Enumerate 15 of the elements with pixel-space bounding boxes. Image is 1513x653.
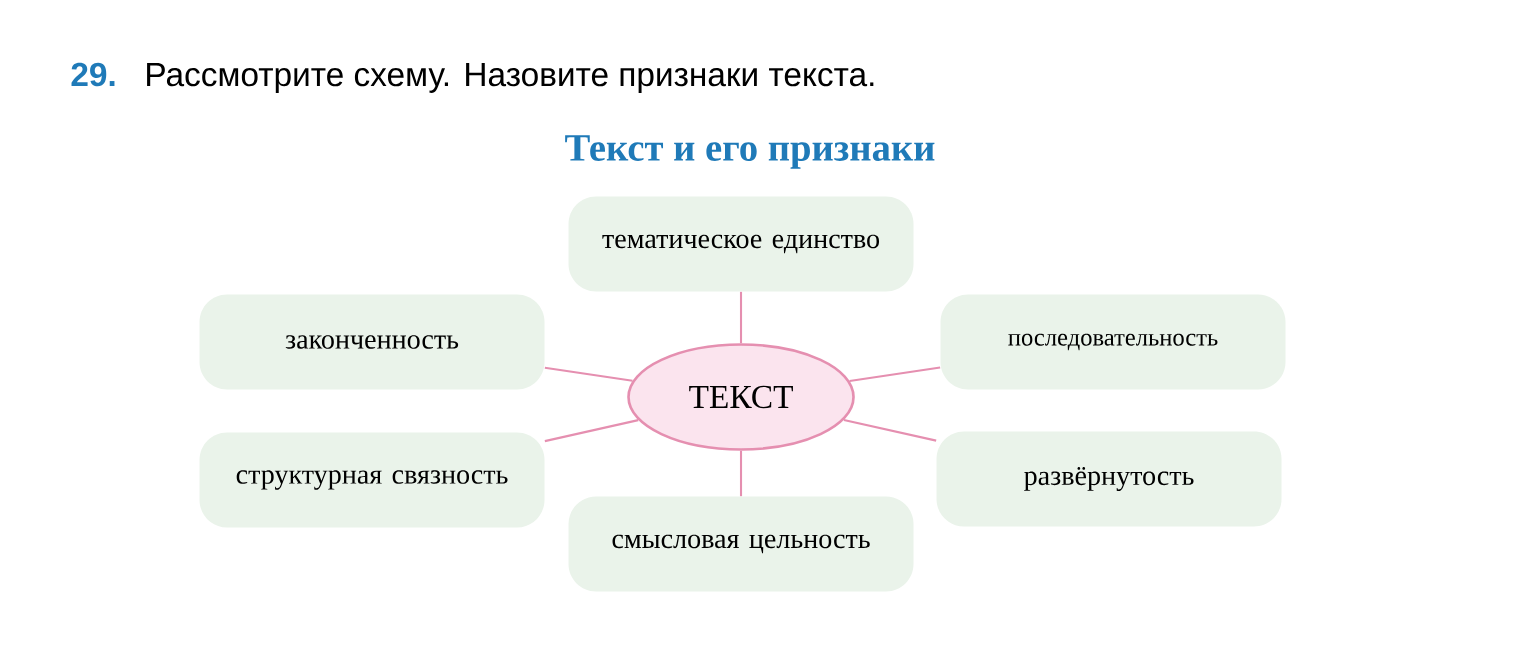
connector-line	[843, 418, 937, 442]
feature-box: смысловая цельность	[568, 496, 914, 592]
connector-line	[739, 291, 743, 344]
connector-line	[544, 419, 639, 443]
connector-line	[739, 450, 743, 497]
feature-box: тематическое единство	[568, 196, 914, 292]
feature-box: развёрнутость	[936, 431, 1282, 527]
feature-box: последовательность	[940, 294, 1286, 390]
instruction-text: Рассмотрите схему. Назовите признаки текста.	[147, 63, 874, 93]
title: Текст и его признаки	[565, 135, 935, 169]
connector-line	[849, 366, 941, 382]
feature-box: структурная связность	[199, 432, 545, 528]
exercise-number: 29.	[71, 62, 115, 87]
feature-box: законченность	[199, 294, 545, 390]
connector-line	[544, 366, 633, 382]
